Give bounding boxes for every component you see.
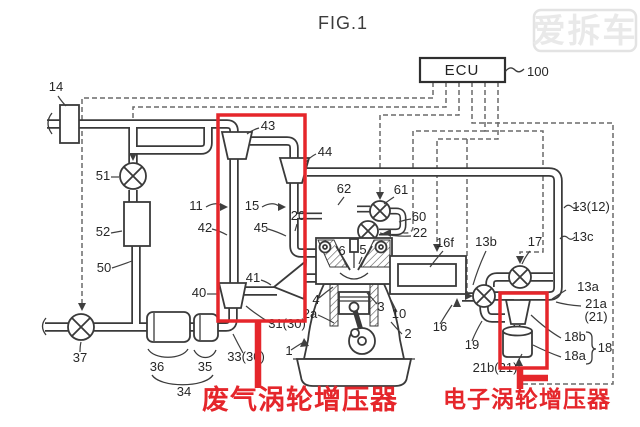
ref-label-13b: 13b bbox=[475, 234, 497, 249]
brace-34 bbox=[151, 374, 214, 386]
ref-label-31(30): 31(30) bbox=[268, 316, 306, 331]
electric-turbo-annotation: 电子涡轮增压器 bbox=[443, 386, 611, 412]
ref-label-37: 37 bbox=[73, 350, 87, 365]
ref-label-45: 45 bbox=[254, 220, 268, 235]
ref-label-61: 61 bbox=[394, 182, 408, 197]
compressor-18b bbox=[504, 299, 532, 325]
ref-label-60: 60 bbox=[412, 209, 426, 224]
piping bbox=[41, 112, 563, 336]
ref-label-22: 22 bbox=[413, 225, 427, 240]
core-16f bbox=[397, 263, 457, 287]
watermark: 爱拆车 bbox=[533, 8, 638, 53]
ref-label-100: 100 bbox=[527, 64, 549, 79]
ref-label-20: 20 bbox=[291, 208, 305, 223]
ref-label-36: 36 bbox=[150, 359, 164, 374]
ref-label-51: 51 bbox=[96, 168, 110, 183]
exhaust-turbo-annotation: 废气涡轮增压器 bbox=[202, 384, 398, 415]
figure-title: FIG.1 bbox=[318, 13, 368, 33]
air-cleaner-14 bbox=[59, 104, 80, 144]
ref-label-21b(21): 21b(21) bbox=[473, 360, 518, 375]
ref-label-35: 35 bbox=[198, 359, 212, 374]
ref-label-11: 11 bbox=[189, 198, 203, 213]
valve-61 bbox=[369, 200, 391, 222]
brace-36 bbox=[147, 348, 189, 358]
valve-51 bbox=[119, 162, 147, 190]
ref-label-14: 14 bbox=[49, 79, 63, 94]
ref-label-6: 6 bbox=[338, 243, 345, 258]
ref-label-(21): (21) bbox=[584, 309, 607, 324]
valve-13b bbox=[472, 284, 496, 308]
exhaust-funnel-41 bbox=[272, 259, 308, 301]
exhaust-turbo-highlight-box bbox=[216, 113, 307, 323]
ref-label-34: 34 bbox=[177, 384, 191, 399]
valve-22 bbox=[357, 220, 379, 242]
ref-label-16: 16 bbox=[433, 319, 447, 334]
brace-18 bbox=[585, 331, 597, 365]
ref-label-19: 19 bbox=[465, 337, 479, 352]
ref-label-21a: 21a bbox=[585, 296, 607, 311]
ref-label-16f: 16f bbox=[436, 235, 454, 250]
highlight-annotations: 废气涡轮增压器 电子涡轮增压器 bbox=[202, 113, 611, 415]
electric-turbo-18 bbox=[502, 299, 533, 358]
ref-label-40: 40 bbox=[192, 285, 206, 300]
pipe-break-marks bbox=[41, 112, 53, 336]
motor-18a bbox=[502, 331, 533, 358]
leader-lines bbox=[57, 95, 597, 386]
engine bbox=[293, 237, 415, 387]
mufflers bbox=[146, 311, 219, 343]
ref-label-13(12): 13(12) bbox=[572, 199, 610, 214]
ref-label-18b: 18b bbox=[564, 329, 586, 344]
ref-label-13c: 13c bbox=[573, 229, 594, 244]
ref-label-44: 44 bbox=[318, 144, 332, 159]
ref-label-17: 17 bbox=[528, 234, 542, 249]
valve-17 bbox=[508, 265, 532, 289]
ref-label-15: 15 bbox=[245, 198, 259, 213]
ref-label-13a: 13a bbox=[577, 279, 599, 294]
ref-label-50: 50 bbox=[97, 260, 111, 275]
ref-label-5: 5 bbox=[359, 242, 366, 257]
unit-16 bbox=[389, 255, 467, 295]
ref-label-18a: 18a bbox=[564, 348, 586, 363]
brace-35 bbox=[193, 349, 217, 359]
watermark-text: 爱拆车 bbox=[533, 12, 638, 49]
compressor-44 bbox=[278, 157, 311, 184]
ref-label-41: 41 bbox=[246, 270, 260, 285]
ecu-box: ECU 100 bbox=[418, 56, 549, 84]
arrowheads bbox=[78, 153, 524, 366]
electric-turbo-highlight-box bbox=[498, 291, 549, 370]
ref-label-42: 42 bbox=[198, 220, 212, 235]
oil-pan bbox=[295, 358, 413, 387]
ref-label-62: 62 bbox=[337, 181, 351, 196]
turbo-compressor-43 bbox=[220, 131, 254, 160]
valve-37 bbox=[67, 313, 95, 341]
ref-label-1: 1 bbox=[285, 343, 292, 358]
ref-label-2: 2 bbox=[404, 326, 411, 341]
egr-cooler-52 bbox=[123, 201, 151, 247]
ref-label-3: 3 bbox=[377, 299, 384, 314]
ref-label-43: 43 bbox=[261, 118, 275, 133]
ref-label-10: 10 bbox=[392, 306, 406, 321]
spark-plug bbox=[349, 238, 359, 253]
ref-label-52: 52 bbox=[96, 224, 110, 239]
valves bbox=[67, 162, 532, 341]
ref-label-18: 18 bbox=[598, 340, 612, 355]
ref-label-4: 4 bbox=[312, 292, 319, 307]
ecu-label: ECU bbox=[445, 62, 480, 79]
electric-turbo-leader bbox=[516, 368, 548, 389]
turbine-40 bbox=[217, 282, 248, 309]
